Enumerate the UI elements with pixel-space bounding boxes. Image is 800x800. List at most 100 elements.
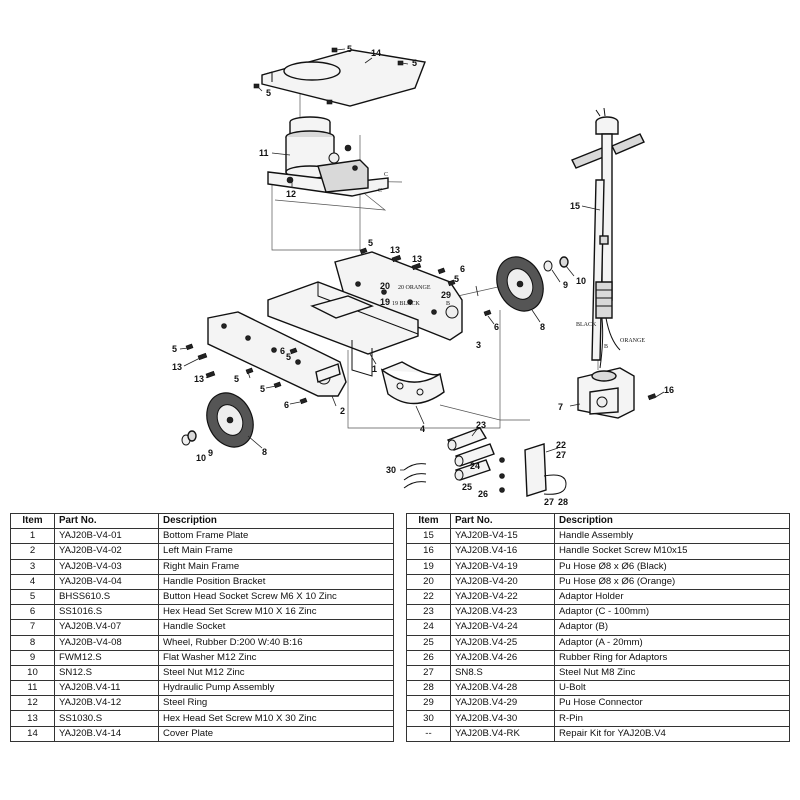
cell-item: 19 <box>406 558 451 575</box>
cell-part-no: SN8.S <box>450 664 555 682</box>
bottom-frame-plate <box>267 281 419 377</box>
cell-description: Left Main Frame <box>158 543 394 560</box>
cell-description: Wheel, Rubber D:200 W:40 B:16 <box>158 634 394 651</box>
exploded-diagram: 20 ORANGE 19 BLACK BLACK ORANGE B B C C <box>172 44 674 505</box>
hose-label-c-pump-lower: C <box>378 188 382 194</box>
adaptors-assembly <box>403 427 567 497</box>
cell-item: 26 <box>406 649 451 666</box>
cell-part-no: YAJ20B.V4-23 <box>450 604 555 621</box>
callout-label: 10 <box>196 453 206 463</box>
cell-item: 20 <box>406 573 451 590</box>
callout-label: 2 <box>340 406 345 416</box>
hose-labels: 20 ORANGE 19 BLACK BLACK ORANGE B B C C <box>378 172 645 350</box>
cell-description: Hydraulic Pump Assembly <box>158 680 394 697</box>
column-header-description: Description <box>554 512 790 530</box>
cell-part-no: YAJ20B.V4-29 <box>450 695 555 712</box>
callout-label: 6 <box>280 346 285 356</box>
loose-fasteners <box>185 247 657 405</box>
callout-label: 27 <box>556 450 566 460</box>
cell-part-no: YAJ20B.V4-25 <box>450 634 555 651</box>
cell-part-no: YAJ20B.V4-11 <box>54 680 159 697</box>
left-main-frame <box>207 311 347 397</box>
callout-label: 13 <box>194 374 204 384</box>
cell-part-no: SN12.S <box>54 664 159 682</box>
callout-label: 5 <box>266 88 271 98</box>
cell-item: 11 <box>10 680 55 697</box>
hose-label-orange-top: 20 ORANGE <box>398 285 431 291</box>
cell-description: Handle Socket <box>158 619 394 636</box>
cell-part-no: YAJ20B.V4-14 <box>54 725 159 742</box>
callout-label: 9 <box>208 448 213 458</box>
cell-part-no: YAJ20B-V4-15 <box>450 528 555 545</box>
cell-description: Adaptor (B) <box>554 619 790 636</box>
cell-part-no: YAJ20B-V4-04 <box>54 573 159 590</box>
column-header-part-no: Part No. <box>54 512 159 530</box>
cell-part-no: YAJ20B.V4-RK <box>450 725 555 742</box>
cell-item: 15 <box>406 528 451 545</box>
column-header-item: Item <box>10 512 55 530</box>
callout-label: 4 <box>420 424 425 434</box>
cell-item: 10 <box>10 664 55 682</box>
cell-description: Adaptor (A - 20mm) <box>554 634 790 651</box>
callout-label: 8 <box>262 447 267 457</box>
cell-description: Button Head Socket Screw M6 X 10 Zinc <box>158 588 394 606</box>
callout-label: 14 <box>371 48 381 58</box>
cell-part-no: YAJ20B-V4-08 <box>54 634 159 651</box>
callout-label: 15 <box>570 201 580 211</box>
callout-label: 22 <box>556 440 566 450</box>
callout-label: 29 <box>441 290 451 300</box>
callout-label: 5 <box>368 238 373 248</box>
cell-part-no: YAJ20B-V4-03 <box>54 558 159 575</box>
callout-label: 6 <box>284 400 289 410</box>
cell-item: 22 <box>406 588 451 606</box>
cell-description: Adaptor (C - 100mm) <box>554 604 790 621</box>
callout-label: 10 <box>576 276 586 286</box>
cell-item: 29 <box>406 695 451 712</box>
cell-item: 4 <box>10 573 55 590</box>
cell-description: Cover Plate <box>158 725 394 742</box>
cell-description: U-Bolt <box>554 680 790 697</box>
callout-label: 3 <box>476 340 481 350</box>
hose-label-black-side: BLACK <box>576 322 597 328</box>
cell-description: Pu Hose Ø8 x Ø6 (Orange) <box>554 573 790 590</box>
handle-socket <box>577 367 635 419</box>
callout-label: 7 <box>558 402 563 412</box>
hose-label-b-side: B <box>604 344 608 350</box>
cell-part-no: YAJ20B.V4-07 <box>54 619 159 636</box>
cell-part-no: FWM12.S <box>54 649 159 666</box>
right-main-frame <box>334 251 463 341</box>
cell-item: -- <box>406 725 451 742</box>
cell-part-no: YAJ20B-V4-22 <box>450 588 555 606</box>
cell-description: Flat Washer M12 Zinc <box>158 649 394 666</box>
callout-leaders <box>179 48 665 471</box>
cell-description: R-Pin <box>554 710 790 727</box>
cell-item: 5 <box>10 588 55 606</box>
hose-label-c-pump: C <box>384 172 388 178</box>
cell-item: 7 <box>10 619 55 636</box>
handle-position-bracket <box>380 361 445 405</box>
cell-item: 6 <box>10 604 55 621</box>
cell-item: 12 <box>10 695 55 712</box>
callout-label: 12 <box>286 189 296 199</box>
cell-description: Hex Head Set Screw M10 X 16 Zinc <box>158 604 394 621</box>
cover-plate <box>253 47 426 107</box>
callout-label: 5 <box>347 44 352 54</box>
callout-label: 28 <box>558 497 568 505</box>
